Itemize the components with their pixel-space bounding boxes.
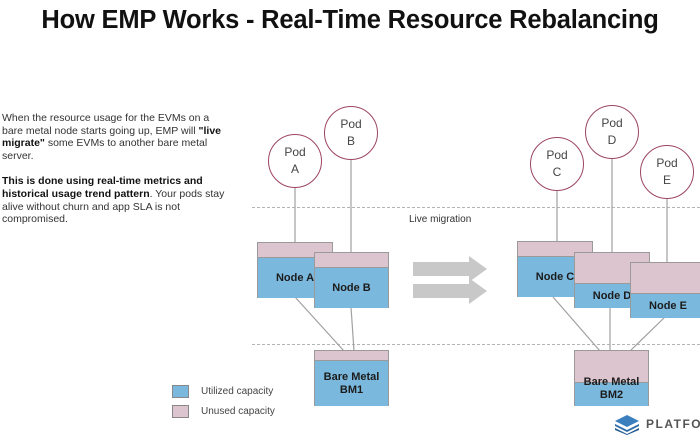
platform-logo-text: PLATFO xyxy=(646,417,700,431)
live-migration-label: Live migration xyxy=(409,214,472,225)
platform-logo-icon xyxy=(615,415,639,435)
node-b: Node B xyxy=(314,252,389,308)
platform-logo: PLATFO xyxy=(614,413,700,435)
metrics-emphasis: This is done using real-time metrics and… xyxy=(2,175,203,200)
description-text: When the resource usage for the EVMs on … xyxy=(2,112,232,239)
node-c-unused-capacity xyxy=(518,242,592,257)
node-e-unused-capacity xyxy=(631,263,700,294)
node-a-unused-capacity xyxy=(258,243,332,258)
legend-unused-swatch xyxy=(172,405,189,418)
node-layer-divider xyxy=(252,344,700,345)
node-e: Node E xyxy=(630,262,700,318)
description-paragraph-2: This is done using real-time metrics and… xyxy=(2,175,225,226)
live-migrate-emphasis: "live migrate" xyxy=(2,124,221,150)
node-b-utilized-capacity: Node B xyxy=(315,268,388,308)
migration-arrows xyxy=(413,256,487,304)
bm1-unused-capacity xyxy=(315,351,388,361)
pod-layer-divider xyxy=(252,207,700,208)
slide-title: How EMP Works - Real-Time Resource Rebal… xyxy=(41,6,659,34)
bm2-utilized-capacity: Bare Metal BM2 xyxy=(575,376,648,406)
bm1-utilized-capacity: Bare Metal BM1 xyxy=(315,361,388,406)
legend-utilized-swatch xyxy=(172,385,189,398)
bare-metal-bm2: Bare Metal BM2 xyxy=(574,350,649,406)
legend-utilized: Utilized capacity xyxy=(172,385,273,398)
bm2-unused-capacity xyxy=(575,351,648,383)
node-e-utilized-capacity: Node E xyxy=(631,294,700,318)
legend-unused: Unused capacity xyxy=(172,405,275,418)
bare-metal-bm1: Bare Metal BM1 xyxy=(314,350,389,406)
node-b-unused-capacity xyxy=(315,253,388,268)
description-paragraph-1: When the resource usage for the EVMs on … xyxy=(2,112,221,162)
